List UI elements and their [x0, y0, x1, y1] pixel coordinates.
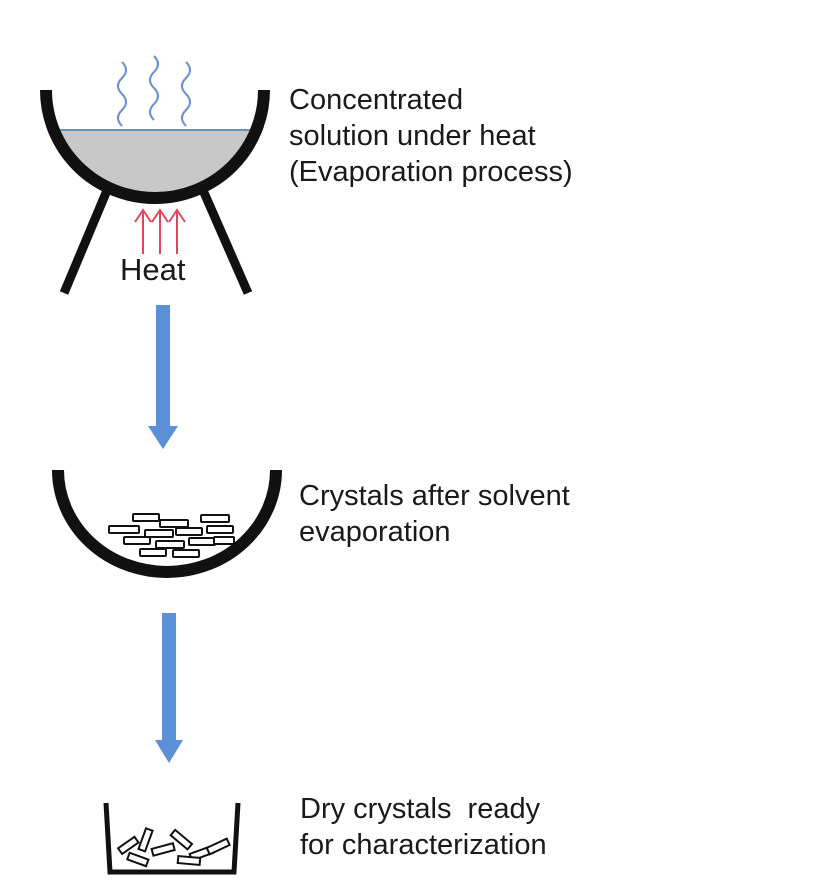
crystals-icon: [108, 513, 235, 558]
vapor-icon: [117, 55, 191, 127]
heat-arrows-icon: [134, 208, 186, 254]
step-3-label-line: for characterization: [300, 829, 547, 861]
step-1-label-line: (Evaporation process): [289, 156, 573, 188]
step-1-label-line: Concentrated: [289, 84, 464, 116]
step-3-label-line: Dry crystals ready: [300, 793, 541, 825]
crystal-dish-assembly: [52, 469, 282, 578]
flow-arrow-2: [155, 613, 183, 763]
evaporating-dish-assembly: [40, 55, 270, 295]
step-3-label: Dry crystals ready for characterization: [300, 791, 547, 863]
step-1-label-line: solution under heat: [289, 120, 536, 152]
crystal-dish: [52, 469, 282, 578]
tripod-stand: [59, 186, 253, 295]
heat-label: Heat: [120, 252, 186, 287]
evaporating-dish: [40, 89, 270, 204]
step-1-label: Concentrated solution under heat (Evapor…: [289, 82, 573, 190]
step-2-label: Crystals after solvent evaporation: [299, 478, 570, 550]
step-2-label-line: Crystals after solvent: [299, 480, 570, 512]
step-2-label-line: evaporation: [299, 516, 451, 548]
beaker-assembly: [103, 802, 241, 875]
beaker: [103, 802, 241, 875]
flow-arrow-1: [148, 305, 178, 449]
dry-crystals-icon: [116, 827, 231, 868]
